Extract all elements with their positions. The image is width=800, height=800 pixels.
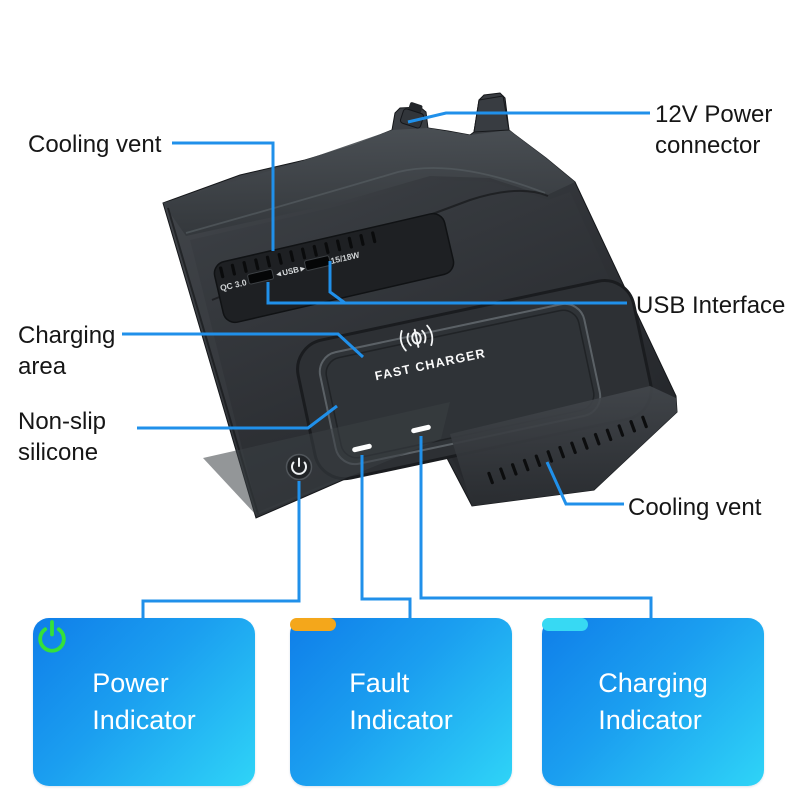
top-cooling-vent-slots — [219, 231, 377, 279]
label-non-slip-line2: silicone — [18, 439, 99, 466]
charging-indicator-box: Charging Indicator — [542, 618, 764, 786]
front-face — [203, 402, 450, 515]
fault-indicator-line2: Indicator — [349, 705, 453, 735]
usb-port-qc30 — [247, 268, 274, 285]
label-non-slip-silicone: Non-slip silicone — [18, 406, 106, 468]
usb-panel: QC 3.0 ◄USB► 15/18W — [213, 212, 455, 324]
line-cooling-vent-bottom — [545, 461, 624, 506]
line-12v-power-connector — [407, 111, 650, 124]
power-symbol-icon — [38, 620, 66, 653]
wireless-charging-icon — [399, 324, 434, 352]
line-non-slip-silicone — [137, 404, 338, 430]
label-12v-power-line2: connector — [655, 132, 761, 159]
label-cooling-vent-bottom: Cooling vent — [628, 494, 762, 521]
right-step-section — [450, 386, 677, 506]
charging-dash-icon — [542, 618, 588, 631]
power-indicator-line2: Indicator — [92, 705, 196, 735]
line-power-indicator — [141, 481, 301, 618]
charging-indicator-text: Charging Indicator — [598, 665, 708, 739]
label-charging-area-line2: area — [18, 353, 67, 380]
power-indicator-box: Power Indicator — [33, 618, 255, 786]
wall-highlight-crease — [185, 167, 546, 234]
line-usb-interface-b — [328, 261, 346, 305]
label-12v-power-connector: 12V Power connector — [655, 99, 772, 161]
power-indicator-text: Power Indicator — [92, 665, 196, 739]
label-charging-area-line1: Charging — [18, 322, 116, 349]
device-back-wall — [163, 128, 575, 236]
power-indicator-line1: Power — [92, 668, 169, 698]
charging-led — [411, 424, 431, 434]
label-cooling-vent-top: Cooling vent — [28, 131, 162, 158]
charging-indicator-line1: Charging — [598, 668, 708, 698]
fault-indicator-text: Fault Indicator — [349, 665, 453, 739]
device-power-button — [285, 453, 313, 481]
callout-lines — [122, 111, 653, 618]
charging-indicator-line2: Indicator — [598, 705, 702, 735]
line-fault-indicator — [360, 455, 412, 618]
label-charging-area: Charging area — [18, 320, 115, 382]
label-usb-interface: USB Interface — [636, 292, 786, 319]
line-charging-area — [122, 332, 365, 359]
usb-port-15-18w — [304, 255, 331, 271]
fault-dash-icon — [290, 618, 336, 631]
line-charging-indicator — [419, 436, 653, 618]
power-plug-12v — [399, 102, 425, 129]
label-12v-power-line1: 12V Power — [655, 101, 773, 128]
line-cooling-vent-top — [172, 141, 275, 251]
fault-led — [352, 443, 372, 453]
fault-indicator-box: Fault Indicator — [290, 618, 512, 786]
line-usb-interface-a — [266, 282, 627, 305]
label-non-slip-line1: Non-slip — [18, 408, 107, 435]
bottom-cooling-vent-slots — [487, 415, 648, 485]
fault-indicator-line1: Fault — [349, 668, 410, 698]
